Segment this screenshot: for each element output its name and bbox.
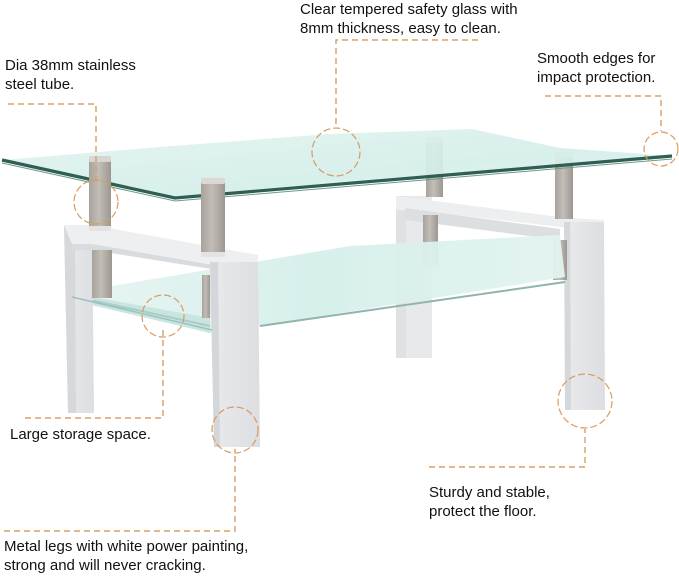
front-left-frame (64, 225, 260, 447)
callout-glass-line1: Clear tempered safety glass with (300, 1, 518, 18)
steel-tube (555, 155, 573, 219)
callout-circle-glass (311, 127, 361, 177)
callout-legs-line1: Metal legs with white power painting, (4, 538, 249, 555)
callout-edges-line1: Smooth edges for (537, 50, 656, 67)
callout-circle-legs (211, 406, 259, 454)
callout-tube-line2: steel tube. (5, 76, 75, 93)
callout-sturdy-line1: Sturdy and stable, (429, 484, 550, 501)
callout-glass-line2: 8mm thickness, easy to clean. (300, 20, 501, 37)
callout-sturdy: Sturdy and stable, protect the floor. (429, 483, 550, 521)
callout-circle-sturdy (557, 373, 613, 429)
callout-tube: Dia 38mm stainless steel tube. (5, 56, 136, 94)
callout-edges-line2: impact protection. (537, 69, 656, 86)
callout-circles (73, 127, 679, 454)
callout-edges: Smooth edges for impact protection. (537, 49, 655, 87)
callout-storage-line1: Large storage space. (10, 426, 151, 443)
callout-sturdy-line2: protect the floor. (429, 503, 537, 520)
callout-lines (4, 39, 662, 532)
steel-tube (201, 182, 225, 254)
callout-glass: Clear tempered safety glass with 8mm thi… (300, 0, 518, 38)
callout-legs-line2: strong and will never cracking. (4, 557, 206, 574)
callout-circle-storage (141, 294, 185, 338)
steel-tube (89, 160, 111, 228)
callout-tube-line1: Dia 38mm stainless (5, 57, 136, 74)
callout-storage: Large storage space. (10, 425, 151, 444)
callout-circle-tube (73, 179, 119, 225)
top-glass-panel (1, 129, 673, 202)
callout-legs: Metal legs with white power painting, st… (4, 537, 248, 575)
callout-circle-edges (643, 131, 679, 167)
